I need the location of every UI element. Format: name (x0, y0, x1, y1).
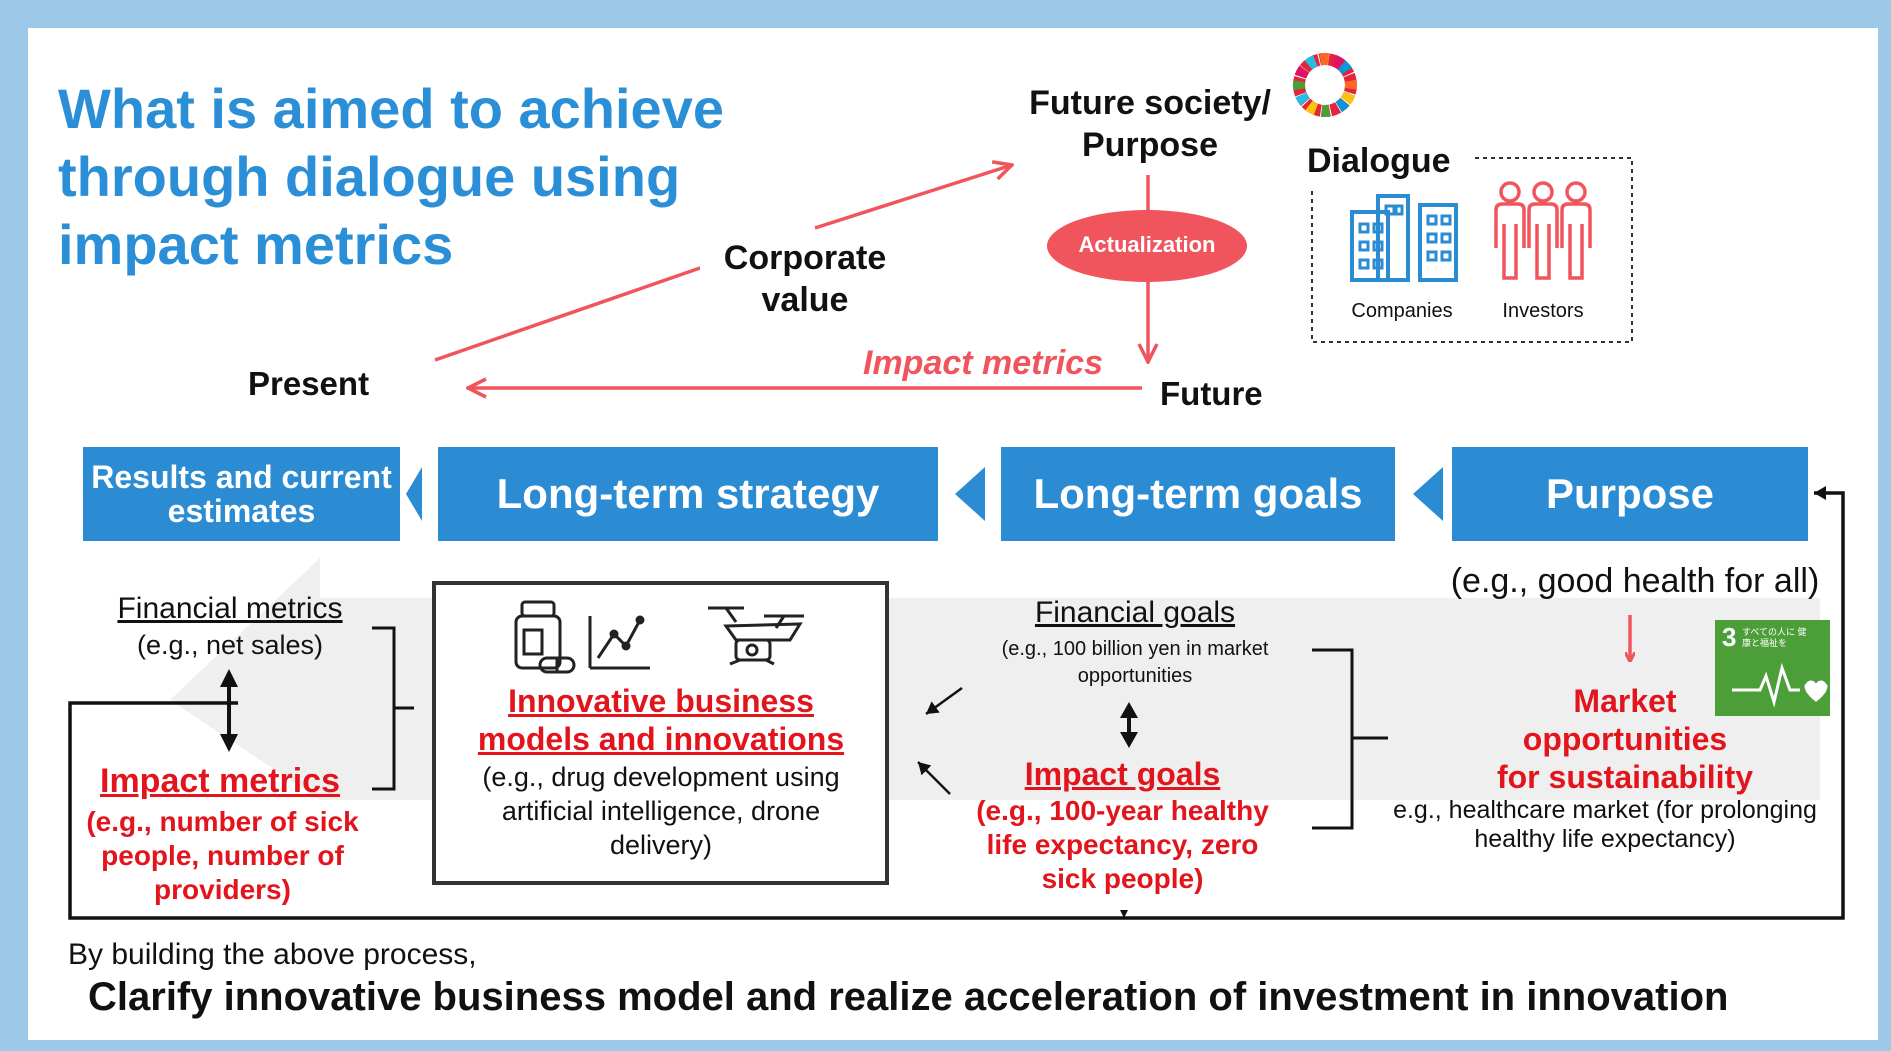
goals-box: Long-term goals (1001, 447, 1395, 541)
innovation-heading-line-1: Innovative business (508, 683, 814, 719)
financial-goals-label: Financial goals (1034, 596, 1236, 629)
flow-chevron-3 (1413, 467, 1443, 521)
innovation-box (432, 581, 889, 885)
results-box: Results and current estimates (83, 447, 400, 541)
investors-label: Investors (1502, 300, 1584, 322)
innovation-heading: Innovative business models and innovatio… (440, 682, 882, 758)
actualization-ellipse (1047, 210, 1247, 282)
market-example: e.g., healthcare market (for prolonging … (1393, 796, 1817, 853)
corporate-value-line-2: value (761, 281, 849, 319)
arrow-to-innovation-1 (925, 686, 963, 716)
corporate-value-label: Corporate value (700, 237, 910, 321)
future-society-line-1: Future society/ (1029, 84, 1271, 122)
future-label: Future (1160, 375, 1263, 412)
impact-metrics-example: (e.g., number of sick people, number of … (86, 806, 359, 905)
present-to-corporate-arrow (434, 266, 701, 362)
buildings-icon (1350, 194, 1458, 282)
innovation-example: (e.g., drug development using artificial… (482, 762, 840, 860)
drone-icon (708, 606, 804, 666)
financial-metrics-label: Financial metrics (117, 592, 343, 625)
market-line-3: for sustainability (1496, 759, 1754, 795)
financial-metrics-example: (e.g., net sales) (136, 630, 324, 660)
people-icon (1494, 181, 1592, 280)
impact-metrics-label: Impact metrics (100, 762, 340, 800)
future-society-line-2: Purpose (1081, 126, 1219, 164)
present-label: Present (248, 365, 370, 402)
sdg3-number: 3 (1722, 622, 1737, 652)
heartbeat-icon (1732, 662, 1828, 708)
strategy-box: Long-term strategy (438, 447, 938, 541)
purpose-example: (e.g., good health for all) (1450, 562, 1820, 600)
medicine-icon (514, 600, 576, 674)
sdg-wheel-icon (1293, 53, 1357, 117)
line-chart-icon (588, 615, 650, 670)
goals-double-arrow (1120, 702, 1138, 748)
market-opportunities-label: Market opportunities for sustainability (1460, 682, 1790, 796)
metrics-double-arrow (220, 669, 238, 752)
purpose-box: Purpose (1452, 447, 1808, 541)
flow-chevron-2 (955, 467, 985, 521)
feedback-loop-line (68, 486, 1845, 920)
flow-chevron-1 (406, 467, 422, 521)
corporate-to-future-society-arrow (814, 165, 1012, 230)
corporate-value-line-1: Corporate (723, 239, 887, 277)
dialogue-heading: Dialogue (1307, 142, 1457, 181)
future-society-label: Future society/ Purpose (1025, 82, 1275, 166)
feedback-loop-tick (1120, 910, 1128, 918)
actualization-label: Actualization (1078, 232, 1216, 257)
impact-goals-example: (e.g., 100-year healthy life expectancy,… (976, 795, 1269, 894)
market-line-2: opportunities (1522, 721, 1728, 757)
bottom-intro: By building the above process, (68, 938, 477, 971)
innovation-heading-line-2: models and innovations (477, 721, 845, 757)
financial-goals-example: (e.g., 100 billion yen in market opportu… (1001, 638, 1269, 687)
page-title: What is aimed to achieve through dialogu… (58, 77, 724, 276)
dialogue-box (1311, 157, 1633, 343)
companies-label: Companies (1351, 300, 1453, 322)
sdg3-text: すべての人に 健康と福祉を (1742, 627, 1807, 648)
impact-metrics-arrow-label: Impact metrics (863, 344, 1103, 382)
market-line-1: Market (1573, 683, 1677, 719)
arrow-to-innovation-2 (917, 761, 951, 795)
bottom-conclusion: Clarify innovative business model and re… (88, 975, 1729, 1019)
impact-goals-label: Impact goals (1024, 756, 1221, 792)
